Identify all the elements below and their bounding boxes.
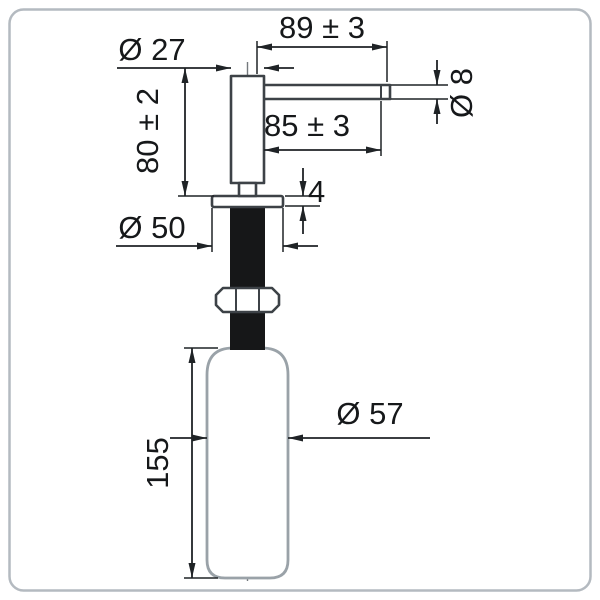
dim-label-bottle-height: 155 bbox=[140, 437, 175, 489]
dimension-flange-diameter: Ø 50 bbox=[116, 208, 318, 252]
dim-label-tube-diameter: Ø 8 bbox=[444, 68, 479, 118]
dim-label-flange-thickness: 4 bbox=[308, 174, 325, 209]
hex-nut bbox=[214, 286, 281, 314]
dim-label-spout-length: 89 ± 3 bbox=[279, 10, 365, 45]
dim-label-flange-diameter: Ø 50 bbox=[118, 210, 185, 245]
pump-head bbox=[229, 74, 266, 198]
dim-label-head-diameter: Ø 27 bbox=[118, 32, 185, 67]
dimension-bottle-diameter: Ø 57 bbox=[170, 396, 430, 442]
soap-bottle bbox=[205, 346, 290, 580]
threaded-shank bbox=[230, 207, 265, 350]
dimension-bottle-height: 155 bbox=[140, 347, 218, 579]
dimension-head-height: 80 ± 2 bbox=[130, 68, 214, 197]
dimension-tube-diameter: Ø 8 bbox=[391, 60, 479, 124]
dimension-head-diameter: Ø 27 bbox=[117, 32, 294, 72]
dim-label-bottle-diameter: Ø 57 bbox=[336, 396, 403, 431]
dimension-spout-length: 89 ± 3 bbox=[256, 10, 388, 82]
mounting-flange bbox=[210, 194, 285, 209]
dim-label-head-height: 80 ± 2 bbox=[130, 88, 165, 174]
spout-tube bbox=[260, 83, 392, 101]
dimension-spout-reach: 85 ± 3 bbox=[264, 101, 382, 156]
dim-label-spout-reach: 85 ± 3 bbox=[264, 108, 350, 143]
drawing-frame bbox=[8, 8, 592, 592]
dimension-flange-thickness: 4 bbox=[285, 168, 325, 234]
